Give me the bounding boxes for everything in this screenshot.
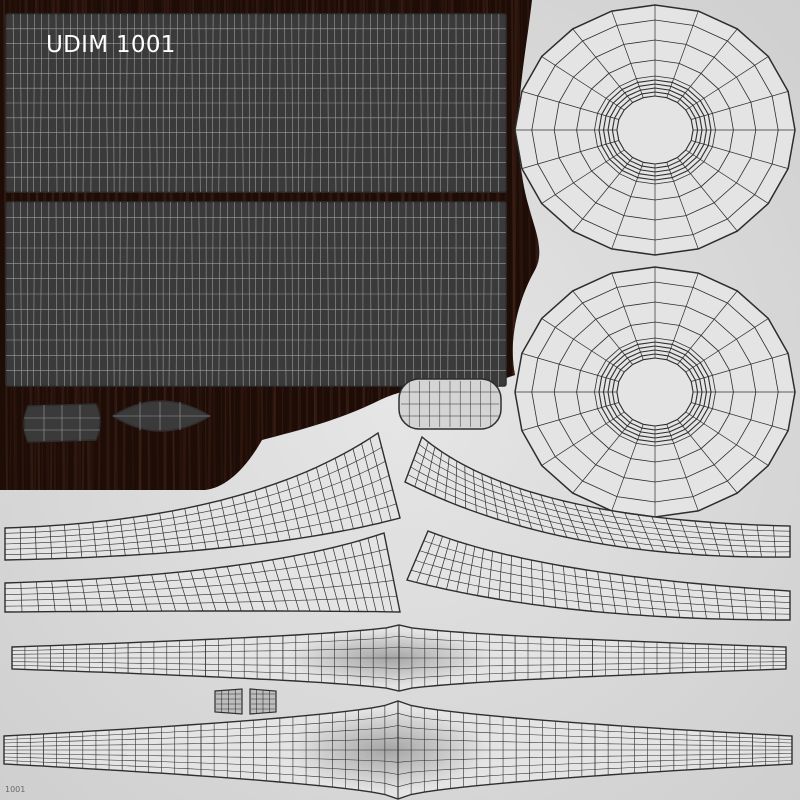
uv-island-curved-right-2	[406, 530, 791, 621]
uv-island-disc-top	[514, 4, 796, 256]
uv-island-long-strip-1	[11, 624, 787, 692]
uv-island-rounded-pad	[398, 378, 502, 430]
uv-island-tiny-tab-1	[214, 688, 243, 715]
uv-island-curved-left-2	[4, 532, 401, 613]
uv-island-disc-bottom	[514, 266, 796, 518]
uv-island-long-strip-2	[3, 700, 793, 800]
uv-island-small-block	[23, 403, 101, 443]
uv-island-small-lens	[111, 400, 212, 432]
uv-island-tiny-tab-2	[249, 688, 277, 715]
uv-island-curved-left-1	[4, 431, 401, 561]
uv-island-seat-top	[5, 13, 507, 193]
udim-corner-label: 1001	[5, 785, 26, 794]
uv-island-seat-bottom	[5, 201, 507, 387]
udim-title: UDIM 1001	[46, 32, 176, 58]
uv-island-curved-right-1	[404, 435, 791, 558]
